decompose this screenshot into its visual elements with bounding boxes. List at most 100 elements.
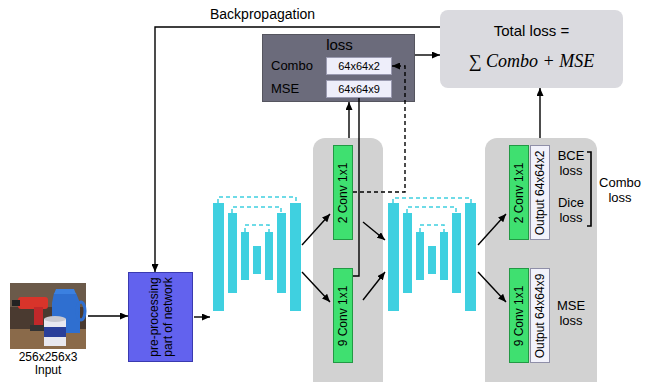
loss-label: MSE loss — [557, 298, 585, 328]
flow-arrow — [478, 272, 506, 302]
connector — [348, 102, 349, 138]
loss-label-holder: MSE loss — [553, 298, 589, 328]
conv-block: 2 Conv 1x1 — [333, 145, 353, 240]
unet-bar — [465, 203, 476, 311]
unet-skip-connections — [393, 198, 471, 232]
text-holder: Combo — [271, 58, 313, 74]
conv-block: 9 Conv 1x1 — [509, 268, 529, 363]
tensor-shape-box: 64x64x2 — [326, 57, 392, 75]
loss-label: BCE loss — [558, 148, 585, 178]
bracket — [587, 152, 591, 226]
loss-label: Dice loss — [558, 195, 584, 225]
photo-drill-handle — [34, 307, 43, 326]
photo-jug-handle — [77, 302, 85, 320]
total-loss-box: Total loss = ∑ Combo + MSE — [440, 10, 623, 88]
preprocessing-box-text: pre-processing part of network — [147, 277, 175, 356]
flow-arrow — [194, 316, 210, 317]
loss-box-text: Combo — [271, 58, 313, 73]
connector — [155, 27, 440, 272]
unet-bar — [228, 213, 237, 293]
skip-connection — [245, 225, 269, 232]
flow-arrow — [302, 214, 330, 245]
conv-block-text: 9 Conv 1x1 — [512, 285, 526, 346]
head-panel: 2 Conv 1x1 9 Conv 1x1 — [313, 138, 383, 382]
unet-bar — [416, 232, 424, 280]
loss-label: Combo loss — [599, 175, 641, 205]
unet-bar — [290, 203, 301, 311]
unet-encoder-decoder — [213, 203, 301, 311]
loss-box-text: MSE — [271, 81, 299, 96]
skip-connection — [232, 207, 281, 213]
unet-bar — [253, 246, 261, 274]
unet-encoder-decoder — [388, 203, 476, 311]
loss-label-holder: Combo loss — [595, 175, 645, 205]
text-holder: 64x64x2 — [327, 58, 391, 74]
text-holder: 64x64x9 — [327, 81, 391, 97]
input-image-text: 256x256x3 Input — [19, 350, 78, 377]
edge-label: Backpropagation — [208, 6, 317, 22]
tensor-shape-box-text: 64x64x9 — [338, 83, 380, 96]
connectors — [88, 27, 540, 316]
skip-connection — [407, 207, 456, 213]
text-holder: Output 64x64x9 — [533, 273, 547, 358]
text-holder: 9 Conv 1x1 — [336, 285, 350, 346]
text-holder: 256x256x3 Input — [11, 351, 85, 377]
unet-bar — [265, 232, 273, 280]
unet-bar — [428, 246, 436, 274]
loss-label-holder: Dice loss — [553, 195, 589, 225]
text-holder: MSE — [271, 81, 299, 97]
connector — [353, 98, 359, 276]
conv-block-text: 9 Conv 1x1 — [336, 285, 350, 346]
tensor-shape-box-text: 64x64x2 — [338, 60, 380, 73]
loss-label-holder: BCE loss — [553, 148, 589, 178]
connector — [88, 315, 128, 316]
photo-can-label — [44, 327, 66, 337]
input-photo — [10, 283, 86, 349]
conv-block: 2 Conv 1x1 — [509, 145, 529, 240]
unet-bar — [213, 203, 224, 311]
unet-bar — [452, 213, 461, 293]
text-holder: loss — [263, 36, 416, 54]
flow-arrows — [302, 214, 506, 302]
text-holder: Total loss = — [440, 22, 623, 40]
connector — [415, 54, 440, 55]
photo-jug — [52, 293, 80, 333]
loss-box: lossComboMSE 64x64x2 64x64x9 — [262, 34, 415, 102]
skip-connection — [218, 197, 296, 203]
connector — [353, 66, 405, 192]
text-holder: 9 Conv 1x1 — [512, 285, 526, 346]
photo-can-top — [44, 316, 66, 322]
unet-bar — [388, 203, 399, 311]
text-holder: pre-processing part of network — [147, 274, 175, 360]
text-holder: 2 Conv 1x1 — [512, 162, 526, 223]
output-block: Output 64x64x2 — [530, 145, 550, 240]
output-block: Output 64x64x9 — [530, 268, 550, 363]
output-block-text: Output 64x64x2 — [533, 150, 547, 235]
total-loss-box-text: ∑ Combo + MSE — [469, 51, 594, 71]
unet-bar — [440, 232, 448, 280]
flow-arrow — [363, 222, 385, 240]
flow-arrow — [302, 272, 330, 302]
edge-label-holder: Backpropagation — [208, 6, 317, 23]
text-holder: Output 64x64x2 — [533, 150, 547, 235]
conv-block: 9 Conv 1x1 — [333, 268, 353, 363]
photo-background — [10, 283, 86, 349]
text-holder: ∑ Combo + MSE — [440, 50, 623, 72]
photo-drill-chuck — [12, 300, 20, 306]
conv-block-text: 2 Conv 1x1 — [336, 162, 350, 223]
unet-bar — [277, 213, 286, 293]
unet-skip-connections — [218, 197, 296, 232]
connector — [539, 88, 540, 138]
skip-connection — [393, 198, 471, 203]
output-block-text: Output 64x64x9 — [533, 273, 547, 358]
text-holder: 2 Conv 1x1 — [336, 162, 350, 223]
loss-box-text: loss — [326, 36, 353, 53]
preprocessing-box: pre-processing part of network — [128, 272, 193, 362]
photo-table — [10, 329, 86, 349]
photo-jug-neck — [54, 289, 76, 294]
skip-connection — [420, 225, 444, 232]
total-loss-box-text: Total loss = — [494, 22, 569, 39]
tensor-shape-box: 64x64x9 — [326, 80, 392, 98]
photo-drill-battery — [30, 325, 48, 331]
